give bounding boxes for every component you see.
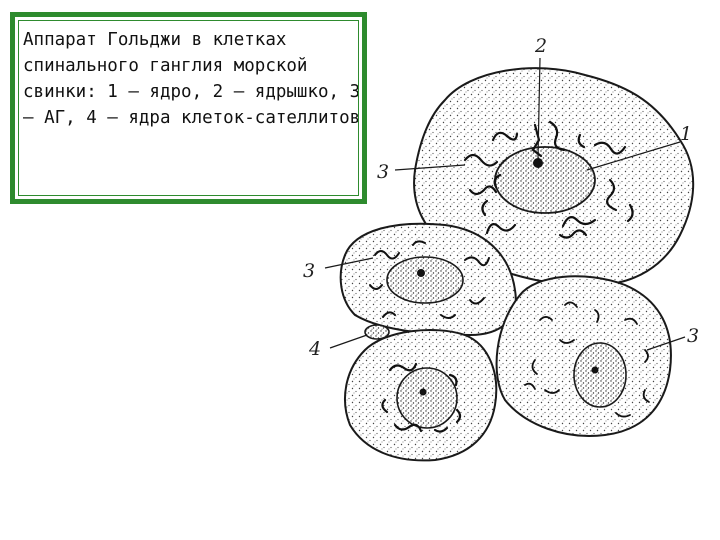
- golgi-illustration: 2 1 3 3 3 4: [303, 35, 699, 462]
- cell-top: [413, 67, 695, 287]
- label-golgi-top: 3: [377, 161, 389, 183]
- nucleolus-top: [533, 158, 543, 168]
- nucleus-middle-right: [573, 342, 627, 408]
- label-golgi-left: 3: [303, 260, 315, 282]
- leader-lines: [324, 57, 686, 351]
- golgi-middle-right: [524, 301, 650, 418]
- nucleus-top: [494, 146, 596, 214]
- caption-box: Аппарат Гольджи в клетках спинального га…: [10, 12, 367, 204]
- nucleus-middle-left: [386, 256, 464, 304]
- cell-middle-right: [495, 275, 672, 437]
- label-golgi-right: 3: [687, 325, 699, 347]
- cell-lower-left: [344, 329, 498, 462]
- caption-text: Аппарат Гольджи в клетках спинального га…: [23, 30, 361, 128]
- cell-middle-left: [339, 222, 517, 337]
- label-nucleus: 1: [680, 123, 692, 145]
- satellite-nucleus: [364, 324, 390, 340]
- nucleus-lower-left: [396, 367, 458, 429]
- label-satellite: 4: [308, 338, 321, 360]
- golgi-middle-left: [369, 240, 490, 319]
- label-nucleolus: 2: [534, 35, 547, 57]
- golgi-top: [463, 120, 634, 239]
- golgi-lower-left: [381, 362, 462, 433]
